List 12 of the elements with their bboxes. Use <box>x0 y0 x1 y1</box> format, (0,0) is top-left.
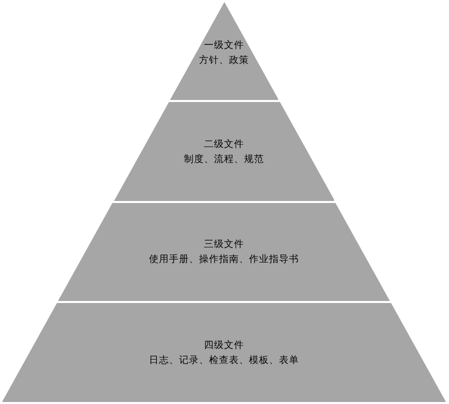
document-types: 方针、政策 <box>198 54 249 68</box>
document-types: 制度、流程、规范 <box>184 152 264 166</box>
pyramid-level <box>114 102 334 201</box>
pyramid-level <box>2 303 446 402</box>
document-types: 日志、记录、检查表、模板、表单 <box>149 354 299 368</box>
level-title: 一级文件 <box>204 39 244 53</box>
level-title: 三级文件 <box>204 238 244 252</box>
level-title: 四级文件 <box>204 338 244 352</box>
level-title: 二级文件 <box>204 138 244 152</box>
document-types: 使用手册、操作指南、作业指导书 <box>148 253 299 267</box>
pyramid-level <box>170 2 278 100</box>
pyramid-level <box>58 203 390 301</box>
